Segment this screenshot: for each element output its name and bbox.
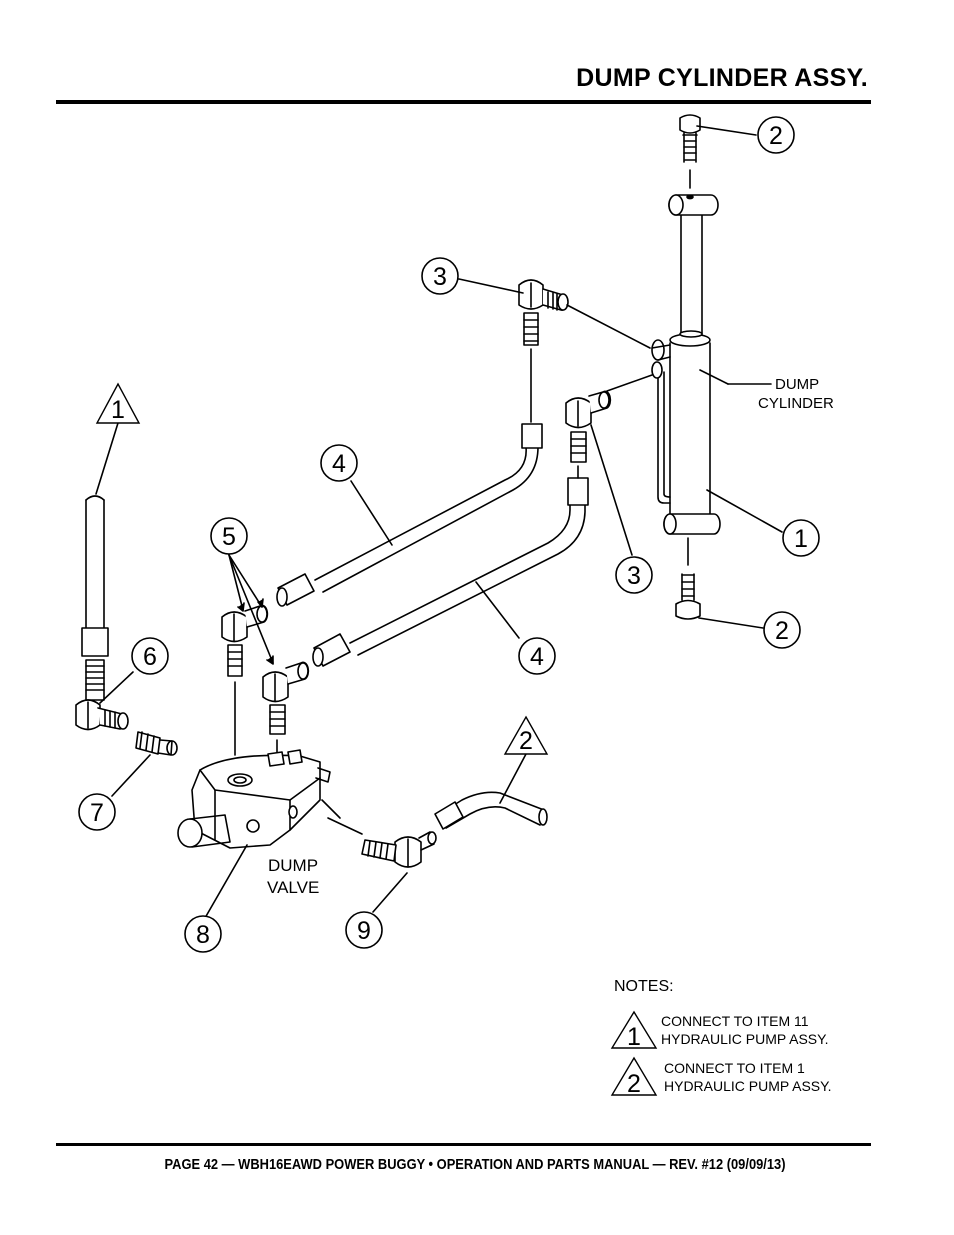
elbow-fitting-5a — [221, 604, 269, 677]
dump-cylinder-label-2: CYLINDER — [758, 395, 834, 412]
elbow-fitting-right — [565, 390, 612, 463]
callout-2-top: 2 — [769, 122, 783, 150]
grease-fitting-top — [679, 114, 701, 189]
callout-5: 5 — [222, 523, 236, 551]
note-2-line-2: HYDRAULIC PUMP ASSY. — [664, 1078, 832, 1094]
note-1-line-2: HYDRAULIC PUMP ASSY. — [661, 1031, 829, 1047]
notes-triangle-2-number: 2 — [627, 1070, 641, 1098]
callout-circle-1 — [782, 519, 820, 557]
callout-1: 1 — [794, 525, 808, 553]
dump-valve-body — [177, 749, 341, 849]
callout-circle-2-top — [757, 116, 795, 154]
note-triangle-2 — [503, 715, 549, 755]
callout-circle-4-upper — [320, 444, 358, 482]
pump-line-2 — [434, 791, 548, 830]
callout-3-top: 3 — [433, 263, 447, 291]
elbow-fitting-6 — [75, 699, 129, 731]
notes-triangle-1 — [610, 1010, 658, 1049]
footer-rule — [56, 1143, 871, 1146]
callout-6: 6 — [143, 643, 157, 671]
adapter-fitting-7 — [135, 731, 178, 756]
callout-circle-3-right — [615, 556, 653, 594]
elbow-fitting-5b — [262, 661, 310, 735]
note-2-line-1: CONNECT TO ITEM 1 — [664, 1060, 805, 1076]
callout-circle-3-top — [421, 257, 459, 295]
notes-triangle-1-number: 1 — [627, 1023, 641, 1051]
callout-3-right: 3 — [627, 562, 641, 590]
page-footer: PAGE 42 — WBH16EAWD POWER BUGGY • OPERAT… — [164, 1156, 786, 1173]
callout-circle-5 — [210, 517, 248, 555]
notes-section: NOTES: 1 CONNECT TO ITEM 11 HYDRAULIC PU… — [610, 978, 832, 1098]
elbow-fitting-9 — [327, 817, 437, 868]
note-1-line-1: CONNECT TO ITEM 11 — [661, 1013, 809, 1029]
dump-valve-label-1: DUMP — [268, 856, 318, 875]
hose-lower — [312, 477, 589, 667]
dump-cylinder-label-1: DUMP — [775, 376, 819, 393]
page-title: DUMP CYLINDER ASSY. — [576, 64, 868, 92]
callout-circle-9 — [345, 911, 383, 949]
dump-cylinder-part — [651, 194, 721, 535]
leader-lines — [95, 125, 783, 919]
callout-4-lower: 4 — [530, 643, 544, 671]
pump-line-1 — [81, 495, 109, 701]
elbow-fitting-top — [518, 279, 569, 346]
dump-valve-label-2: VALVE — [267, 878, 319, 897]
callout-7: 7 — [90, 799, 104, 827]
callout-4-upper: 4 — [332, 450, 346, 478]
callout-2-bottom: 2 — [775, 617, 789, 645]
callout-circle-7 — [78, 793, 116, 831]
callout-circle-8 — [184, 915, 222, 953]
note-triangle-1-number: 1 — [111, 396, 125, 424]
note-triangle-2-number: 2 — [519, 727, 533, 755]
callout-9: 9 — [357, 917, 371, 945]
grease-fitting-bottom — [675, 537, 701, 620]
header-rule — [56, 100, 871, 104]
callout-circle-6 — [131, 637, 169, 675]
hose-upper — [276, 423, 543, 607]
callout-circle-4-lower — [518, 637, 556, 675]
notes-triangle-2 — [610, 1056, 658, 1096]
notes-heading: NOTES: — [614, 978, 674, 995]
callout-8: 8 — [196, 921, 210, 949]
note-triangle-1 — [95, 382, 141, 424]
callout-circle-2-bottom — [763, 611, 801, 649]
